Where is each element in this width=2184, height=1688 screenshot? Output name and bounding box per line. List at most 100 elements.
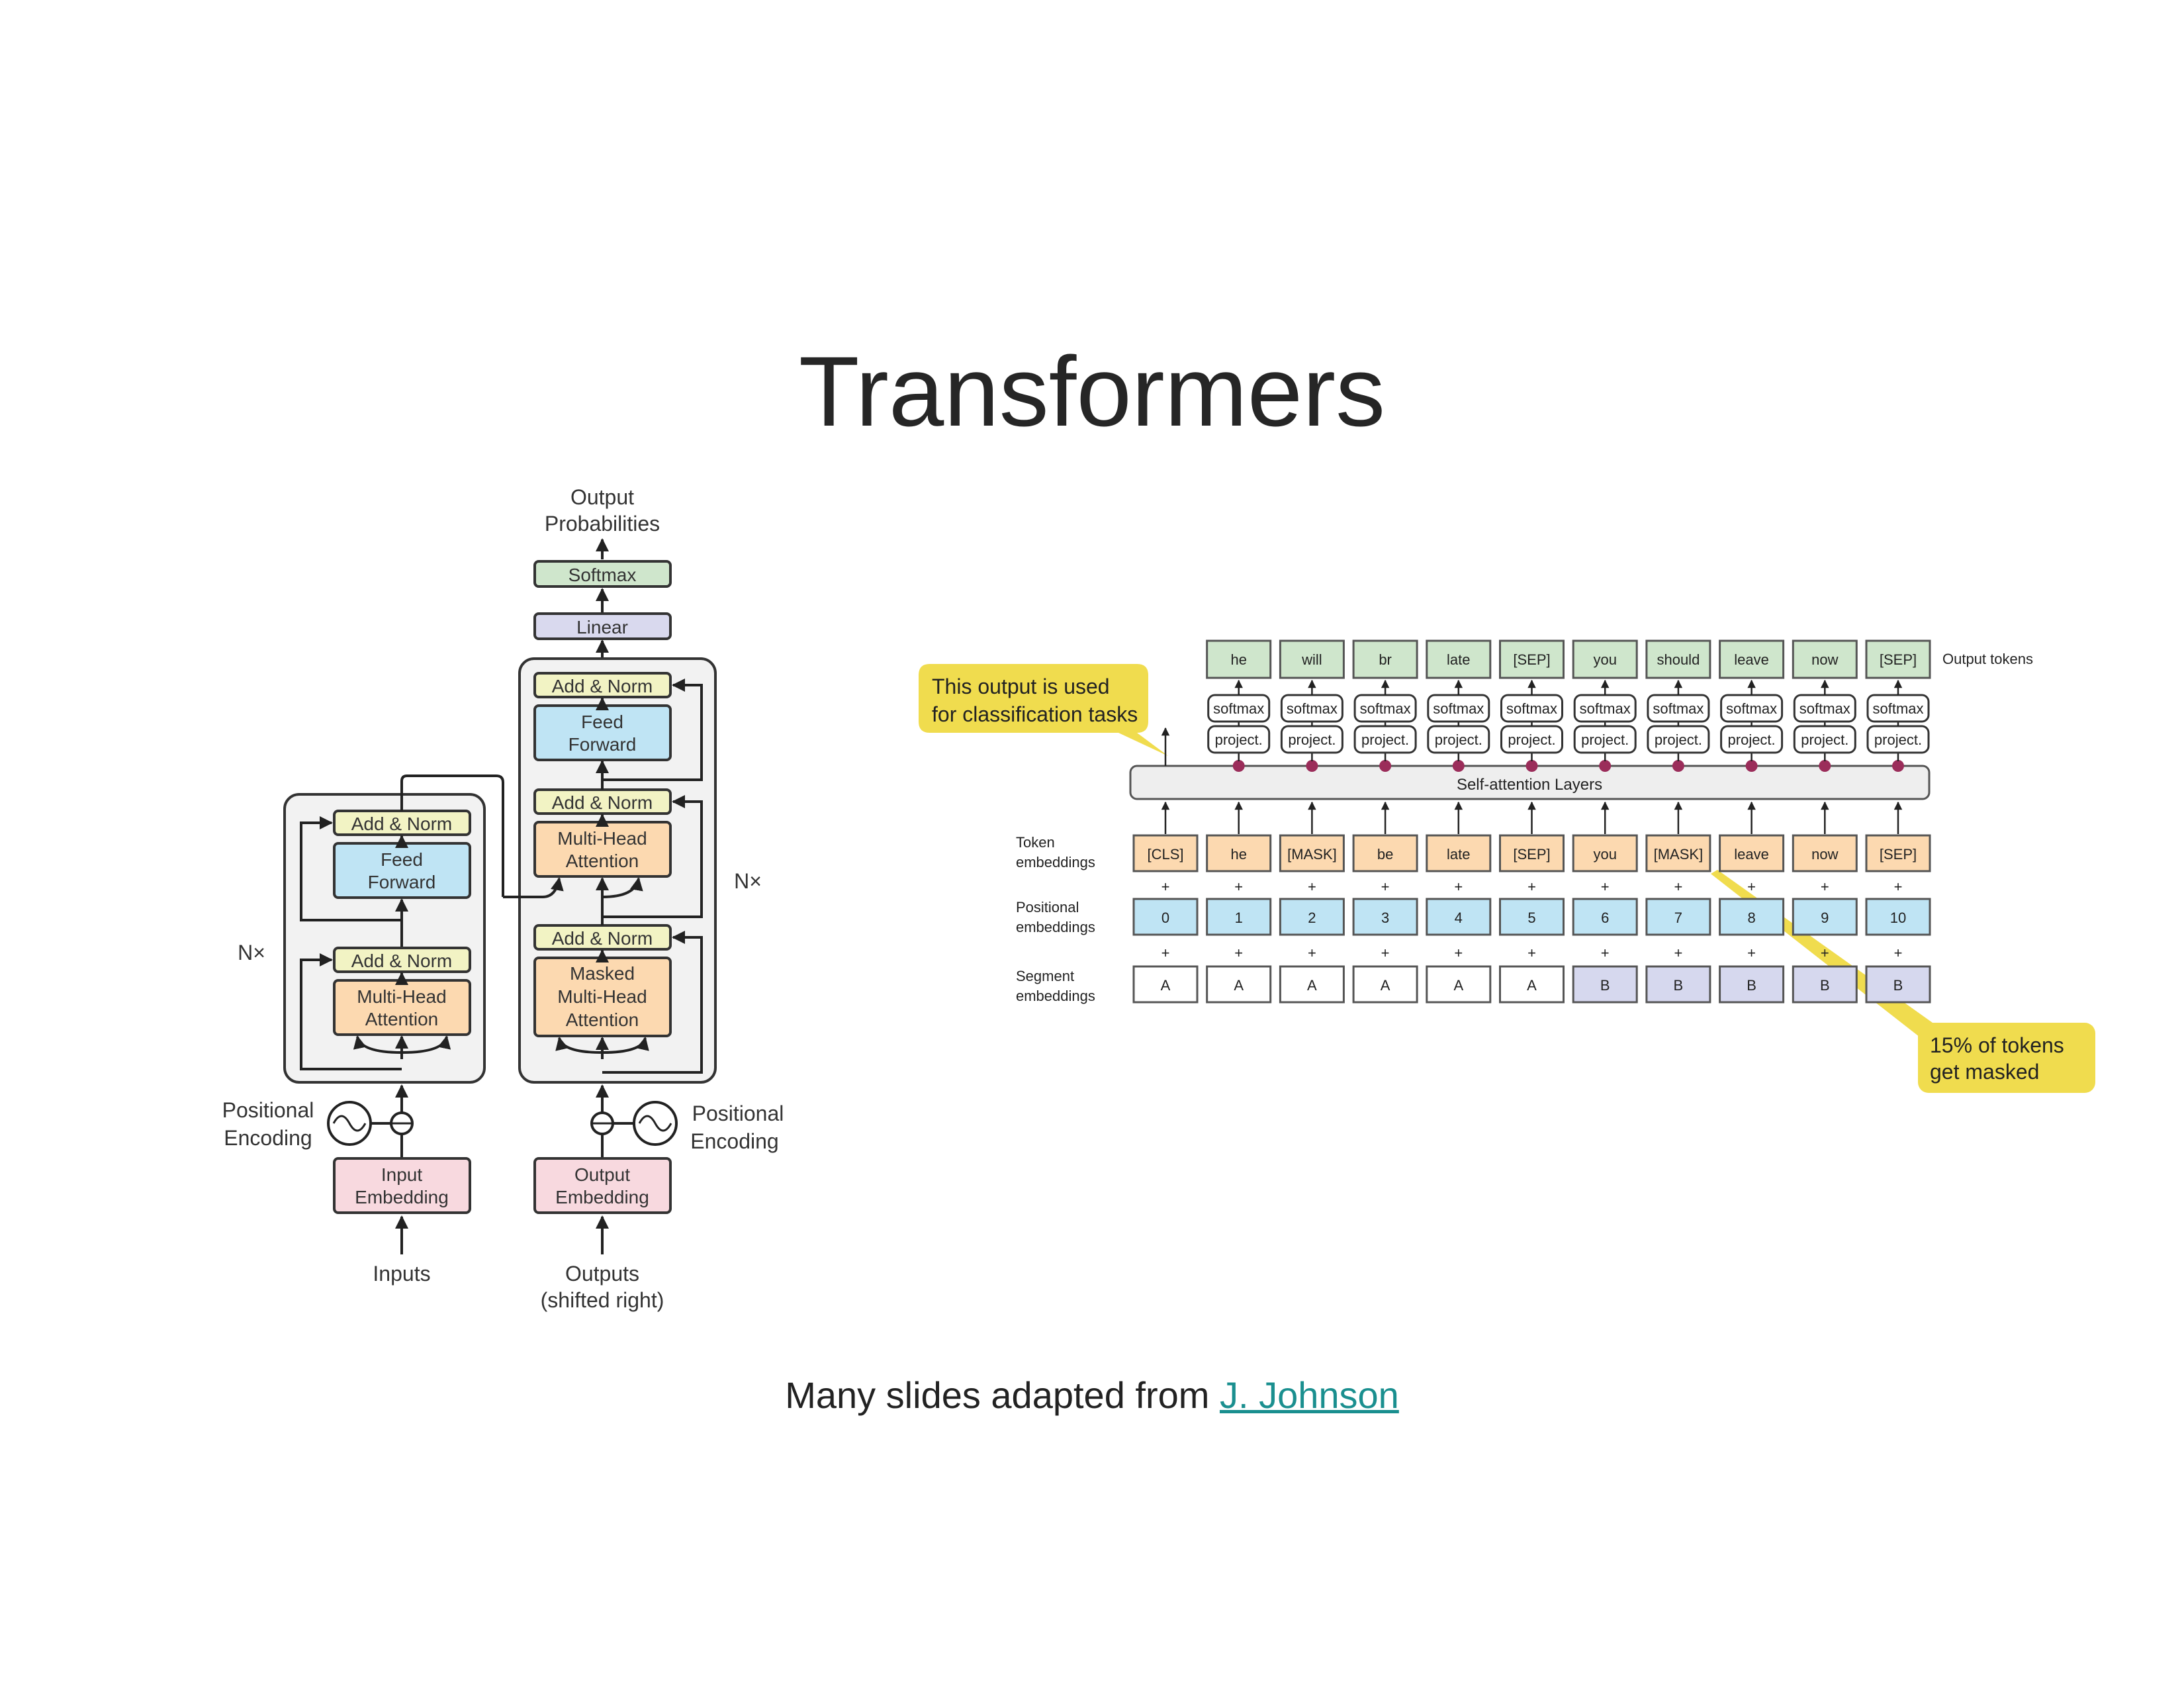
- positional-embedding-box: [1645, 898, 1711, 936]
- plus-sign: +: [1381, 945, 1390, 961]
- plus-sign: +: [1234, 878, 1243, 895]
- token-embedding-text: late: [1447, 846, 1470, 863]
- token-embedding-box: [1352, 834, 1418, 872]
- segment-embedding-text: A: [1381, 977, 1390, 994]
- plus-sign: +: [1674, 945, 1682, 961]
- plus-sign: +: [1894, 945, 1903, 961]
- token-embedding-box: [1206, 834, 1272, 872]
- positional-embedding-box: [1426, 898, 1492, 936]
- positional-embedding-box: [1572, 898, 1638, 936]
- positional-embedding-text: 1: [1235, 910, 1243, 926]
- output-embedding-label-1: Output: [574, 1164, 630, 1185]
- token-embedding-box: [1426, 834, 1492, 872]
- token-embedding-box: [1792, 834, 1858, 872]
- positional-embedding-box: [1719, 898, 1785, 936]
- token-embedding-text: [SEP]: [1880, 846, 1917, 863]
- plus-sign: +: [1527, 878, 1536, 895]
- masked-tokens-callout: [1918, 1023, 2095, 1093]
- segment-embedding-box: [1572, 965, 1638, 1004]
- output-dot: [1232, 760, 1245, 772]
- softmax-label: softmax: [1653, 700, 1704, 717]
- plus-sign: +: [1454, 878, 1463, 895]
- positional-embedding-text: 0: [1161, 910, 1169, 926]
- segment-embedding-text: A: [1234, 977, 1244, 994]
- positional-embedding-box: [1865, 898, 1931, 936]
- plus-sign: +: [1527, 945, 1536, 961]
- token-embedding-text: now: [1811, 846, 1838, 863]
- classification-callout-line-1: This output is used: [932, 675, 1110, 698]
- output-dot: [1672, 760, 1684, 772]
- output-embedding-box: [533, 1157, 672, 1214]
- encoder-add-norm-1-label: Add & Norm: [351, 951, 453, 971]
- output-dot: [1819, 760, 1831, 772]
- decoder-nx-label: N×: [734, 869, 762, 893]
- output-token-text: leave: [1734, 651, 1769, 668]
- segment-embedding-text: B: [1674, 977, 1684, 994]
- positional-embedding-text: 4: [1455, 910, 1463, 926]
- output-token-text: should: [1657, 651, 1700, 668]
- plus-sign: +: [1821, 945, 1829, 961]
- masked-label-3: Attention: [566, 1009, 639, 1030]
- plus-sign: +: [1161, 945, 1170, 961]
- decoder-add-norm-1-label: Add & Norm: [552, 928, 653, 949]
- outputs-label-2: (shifted right): [541, 1288, 664, 1312]
- output-dot: [1892, 760, 1904, 772]
- encoder-pos-label-2: Encoding: [224, 1126, 312, 1150]
- segment-embedding-box: [1279, 965, 1345, 1004]
- project-label: project.: [1801, 731, 1848, 748]
- softmax-label: softmax: [1726, 700, 1777, 717]
- segment-embedding-box: [1426, 965, 1492, 1004]
- softmax-label: softmax: [1799, 700, 1850, 717]
- johnson-link[interactable]: J. Johnson: [1219, 1374, 1399, 1416]
- encoder-mha-label-2: Attention: [365, 1009, 439, 1029]
- segment-embedding-box: [1719, 965, 1785, 1004]
- plus-sign: +: [1674, 878, 1682, 895]
- decoder-add-norm-2-label: Add & Norm: [552, 792, 653, 813]
- token-embedding-text: he: [1230, 846, 1246, 863]
- footer-credit: Many slides adapted from J. Johnson: [0, 1374, 2184, 1417]
- segment-embedding-box: [1865, 965, 1931, 1004]
- self-attention-label: Self-attention Layers: [1457, 776, 1602, 794]
- plus-sign: +: [1894, 878, 1903, 895]
- linear-box: [533, 612, 672, 640]
- decoder-pos-label-2: Encoding: [690, 1129, 778, 1153]
- softmax-label: Softmax: [569, 565, 637, 585]
- output-token-text: [SEP]: [1513, 651, 1550, 668]
- plus-sign: +: [1381, 878, 1390, 895]
- segment-embedding-box: [1792, 965, 1858, 1004]
- decoder-ff-label-2: Forward: [569, 734, 637, 755]
- segment-embedding-box: [1352, 965, 1418, 1004]
- token-embeddings-label-2: embeddings: [1016, 854, 1095, 870]
- output-token-text: br: [1379, 651, 1392, 668]
- positional-embedding-text: 6: [1601, 910, 1609, 926]
- plus-sign: +: [1747, 878, 1756, 895]
- segment-embedding-box: [1132, 965, 1199, 1004]
- token-embedding-box: [1132, 834, 1199, 872]
- softmax-label: softmax: [1360, 700, 1411, 717]
- token-embedding-box: [1499, 834, 1565, 872]
- output-dot: [1379, 760, 1392, 772]
- positional-embedding-box: [1792, 898, 1858, 936]
- plus-sign: +: [1601, 878, 1610, 895]
- segment-embedding-text: B: [1820, 977, 1830, 994]
- masked-callout-line-1: 15% of tokens: [1930, 1033, 2064, 1057]
- output-token-text: [SEP]: [1880, 651, 1917, 668]
- token-embedding-box: [1279, 834, 1345, 872]
- positional-embedding-text: 3: [1381, 910, 1389, 926]
- project-label: project.: [1728, 731, 1776, 748]
- positional-embedding-text: 7: [1674, 910, 1682, 926]
- token-embeddings-label-1: Token: [1016, 834, 1055, 851]
- output-token-box: [1572, 639, 1638, 679]
- decoder-ff-label-1: Feed: [581, 712, 623, 732]
- token-embedding-text: [MASK]: [1287, 846, 1337, 863]
- segment-embedding-text: A: [1307, 977, 1317, 994]
- input-embedding-label-2: Embedding: [355, 1187, 449, 1207]
- output-token-box: [1206, 639, 1272, 679]
- decoder-add-norm-3-label: Add & Norm: [552, 676, 653, 696]
- output-token-text: you: [1593, 651, 1616, 668]
- segment-embedding-box: [1645, 965, 1711, 1004]
- classification-callout: [919, 664, 1168, 756]
- segment-embedding-text: B: [1747, 977, 1756, 994]
- decoder-mha-label-2: Attention: [566, 851, 639, 871]
- output-tokens-label: Output tokens: [1942, 651, 2033, 667]
